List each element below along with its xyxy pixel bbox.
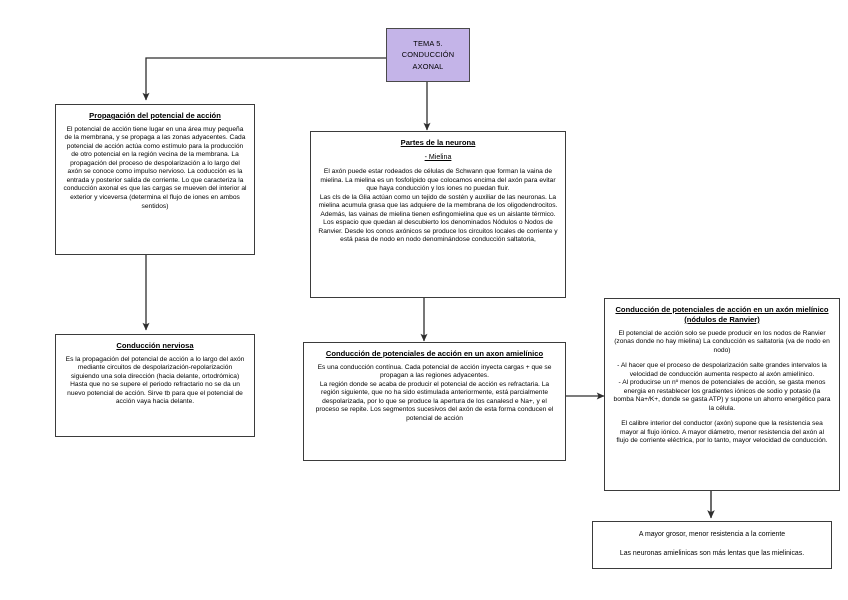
node-propagacion-potencial-accion[interactable]: Propagación del potencial de acción El p… xyxy=(55,104,255,255)
node-mielinico-heading-line1: Conducción de potenciales de acción en u… xyxy=(615,305,829,314)
node-partes-body: El axón puede estar rodeados de células … xyxy=(320,168,556,193)
node-conduccion-nerviosa-body: Es la propagación del potencial de acció… xyxy=(65,355,245,380)
node-conclusion-body: A mayor grosor, menor resistencia a la c… xyxy=(638,531,786,539)
node-propagacion-heading: Propagación del potencial de acción xyxy=(89,111,221,120)
node-conduccion-nerviosa[interactable]: Conducción nerviosa Es la propagación de… xyxy=(55,334,255,437)
node-partes-body3: Los espacio que quedan al descubierto lo… xyxy=(318,219,558,244)
connector-title-to-propagacion xyxy=(142,57,386,101)
node-mielinico-heading-line2: (nódulos de Ranvier) xyxy=(684,314,760,324)
node-conduccion-nerviosa-heading: Conducción nerviosa xyxy=(116,341,194,350)
node-mielinico-heading: Conducción de potenciales de acción en u… xyxy=(613,305,831,325)
node-partes-subheading: - Mielina xyxy=(424,152,452,161)
node-title-text: TEMA 5. CONDUCCIÓN AXONAL xyxy=(402,38,454,71)
node-propagacion-body: El potencial de acción tiene lugar en un… xyxy=(63,125,247,210)
title-line-2: CONDUCCIÓN xyxy=(401,50,455,60)
node-partes-body2: Las cls de la Glia actúan como un tejido… xyxy=(318,193,558,218)
title-line-1: TEMA 5. xyxy=(413,39,443,49)
title-line-3: AXONAL xyxy=(412,61,444,71)
node-conduccion-nerviosa-body2: Hasta que no se supere el periodo refrac… xyxy=(67,381,243,406)
node-conduccion-axon-amielinico[interactable]: Conducción de potenciales de acción en u… xyxy=(303,342,566,461)
node-partes-de-la-neurona[interactable]: Partes de la neurona - Mielina El axón p… xyxy=(310,131,566,298)
node-conduccion-axon-mielinico[interactable]: Conducción de potenciales de acción en u… xyxy=(604,298,840,491)
node-mielinico-body4: El calibre interior del conductor (axón)… xyxy=(616,420,828,445)
node-title-tema5[interactable]: TEMA 5. CONDUCCIÓN AXONAL xyxy=(386,28,470,82)
node-amielinico-body: Es una conducción contínua. Cada potenci… xyxy=(317,363,552,380)
node-conclusion-body2: Las neuronas amielinicas son más lentas … xyxy=(619,550,805,557)
node-mielinico-body: El potencial de acción solo se puede pro… xyxy=(614,329,830,354)
node-partes-heading: Partes de la neurona xyxy=(400,138,476,147)
node-amielinico-body2: La región donde se acaba de producir el … xyxy=(315,380,554,422)
node-mielinico-body3: - Al producirse un nº menos de potencial… xyxy=(613,379,831,412)
node-conclusion[interactable]: A mayor grosor, menor resistencia a la c… xyxy=(592,521,832,569)
node-mielinico-body2: - Al hacer que el proceso de despolariza… xyxy=(617,362,827,378)
node-amielinico-heading: Conducción de potenciales de acción en u… xyxy=(325,349,544,358)
